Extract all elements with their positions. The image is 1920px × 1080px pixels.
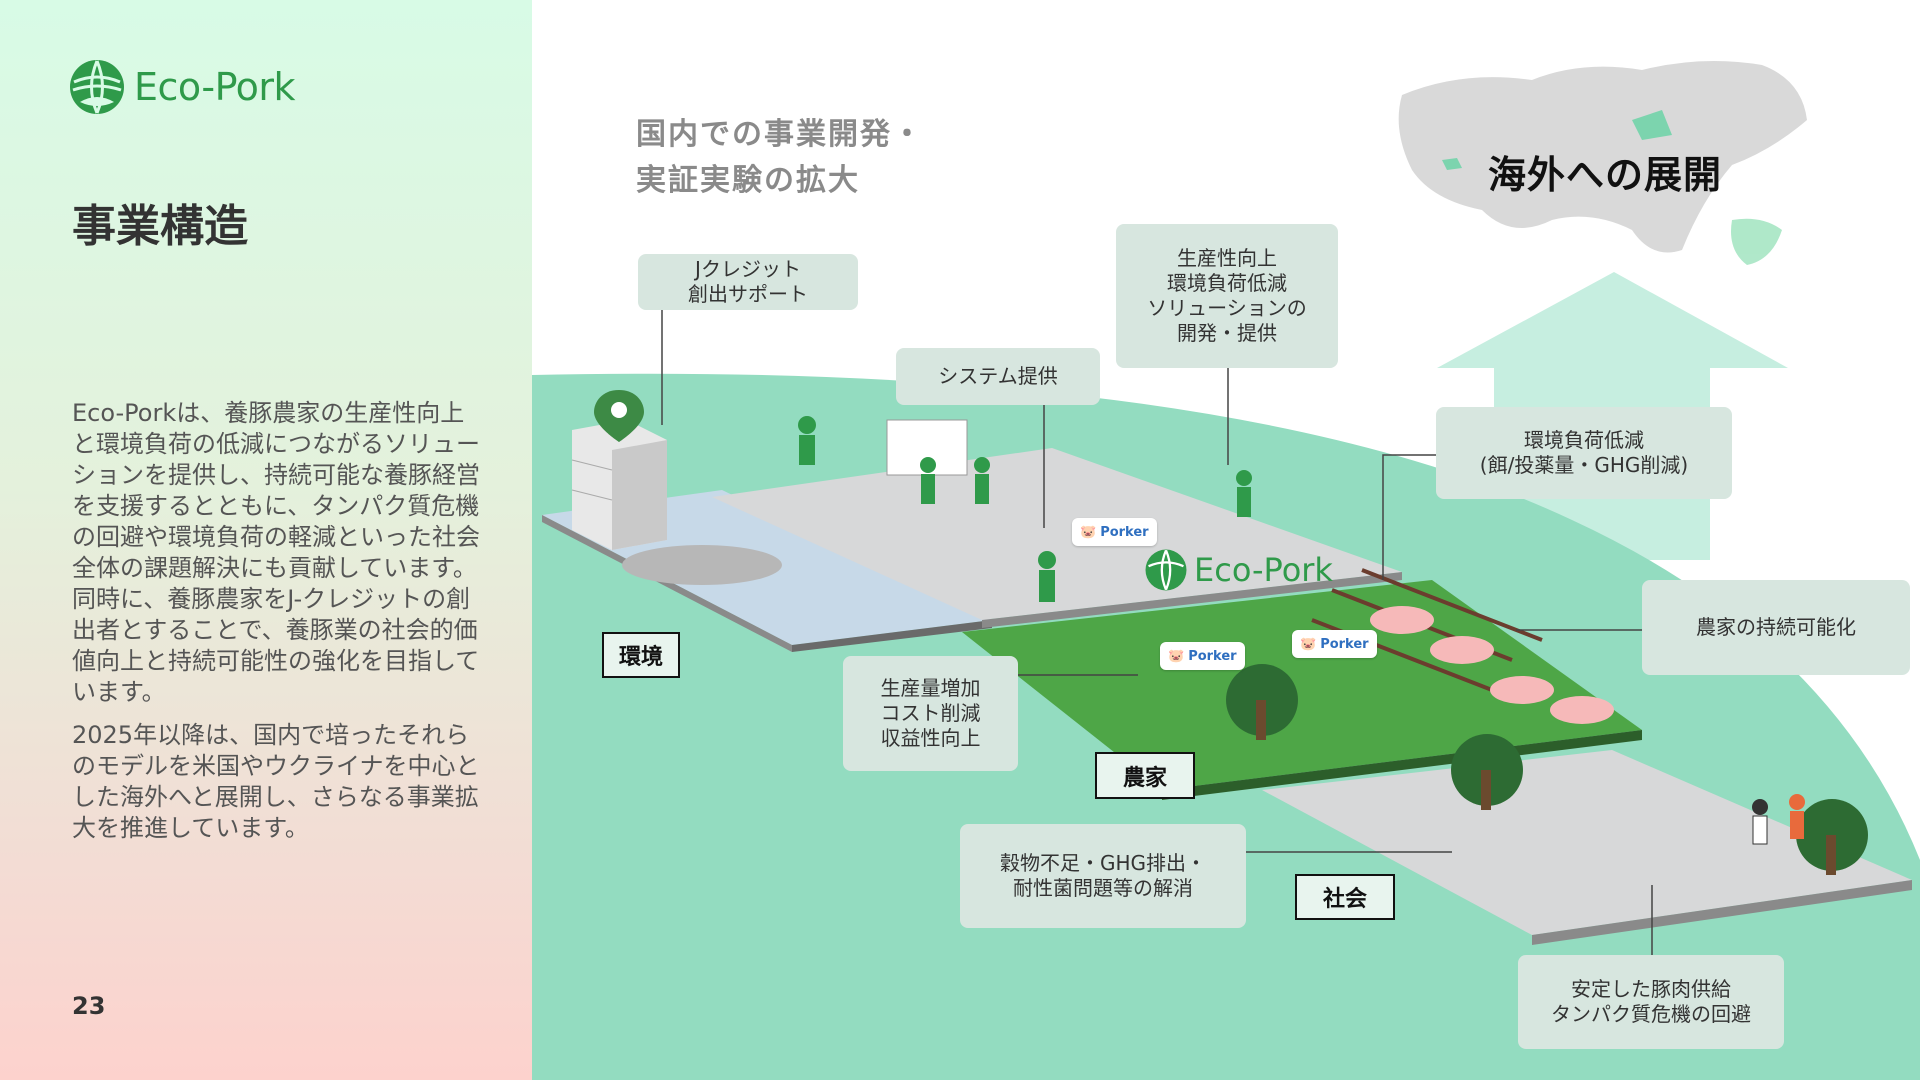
body-paragraph-1: Eco-Porkは、養豚農家の生産性向上と環境負荷の低減につながるソリューション… (72, 398, 482, 708)
left-panel: Eco-Pork 事業構造 Eco-Porkは、養豚農家の生産性向上と環境負荷の… (0, 0, 532, 1080)
category-society: 社会 (1295, 874, 1395, 920)
label-grain: 穀物不足・GHG排出・ 耐性菌問題等の解消 (960, 824, 1246, 928)
page-number: 23 (72, 992, 105, 1020)
center-logo-text: Eco-Pork (1194, 551, 1333, 589)
globe-pig-icon (1144, 548, 1188, 592)
label-farm-sustain: 農家の持続可能化 (1642, 580, 1910, 675)
center-eco-pork-logo: Eco-Pork (1144, 548, 1333, 592)
logo-text: Eco-Pork (134, 65, 295, 109)
label-production: 生産量増加 コスト削減 収益性向上 (843, 656, 1018, 771)
body-text: Eco-Porkは、養豚農家の生産性向上と環境負荷の低減につながるソリューション… (72, 398, 482, 844)
business-structure-diagram: 国内での事業開発・ 実証実験の拡大 海外への展開 Eco-Pork 🐷Porke… (532, 0, 1920, 1080)
globe-pig-icon (68, 58, 126, 116)
label-system: システム提供 (896, 348, 1100, 405)
category-environment: 環境 (602, 632, 680, 678)
category-farmer: 農家 (1095, 752, 1195, 799)
label-productivity: 生産性向上 環境負荷低減 ソリューションの 開発・提供 (1116, 224, 1338, 368)
label-env-reduction: 環境負荷低減 (餌/投薬量・GHG削減) (1436, 407, 1732, 499)
porker-badge: 🐷Porker (1160, 642, 1245, 670)
pig-icon: 🐷 (1168, 649, 1184, 664)
pig-icon: 🐷 (1300, 637, 1316, 652)
pig-icon: 🐷 (1080, 525, 1096, 540)
body-paragraph-2: 2025年以降は、国内で培ったそれらのモデルを米国やウクライナを中心とした海外へ… (72, 720, 482, 844)
porker-badge: 🐷Porker (1292, 630, 1377, 658)
label-supply: 安定した豚肉供給 タンパク質危機の回避 (1518, 955, 1784, 1049)
porker-badge: 🐷Porker (1072, 518, 1157, 546)
label-j-credit: Jクレジット 創出サポート (638, 254, 858, 310)
domestic-expansion-title: 国内での事業開発・ 実証実験の拡大 (636, 112, 924, 204)
page-title: 事業構造 (72, 190, 248, 254)
meeting-table (622, 545, 782, 585)
overseas-expansion-title: 海外への展開 (1488, 144, 1722, 199)
eco-pork-logo: Eco-Pork (68, 58, 295, 116)
